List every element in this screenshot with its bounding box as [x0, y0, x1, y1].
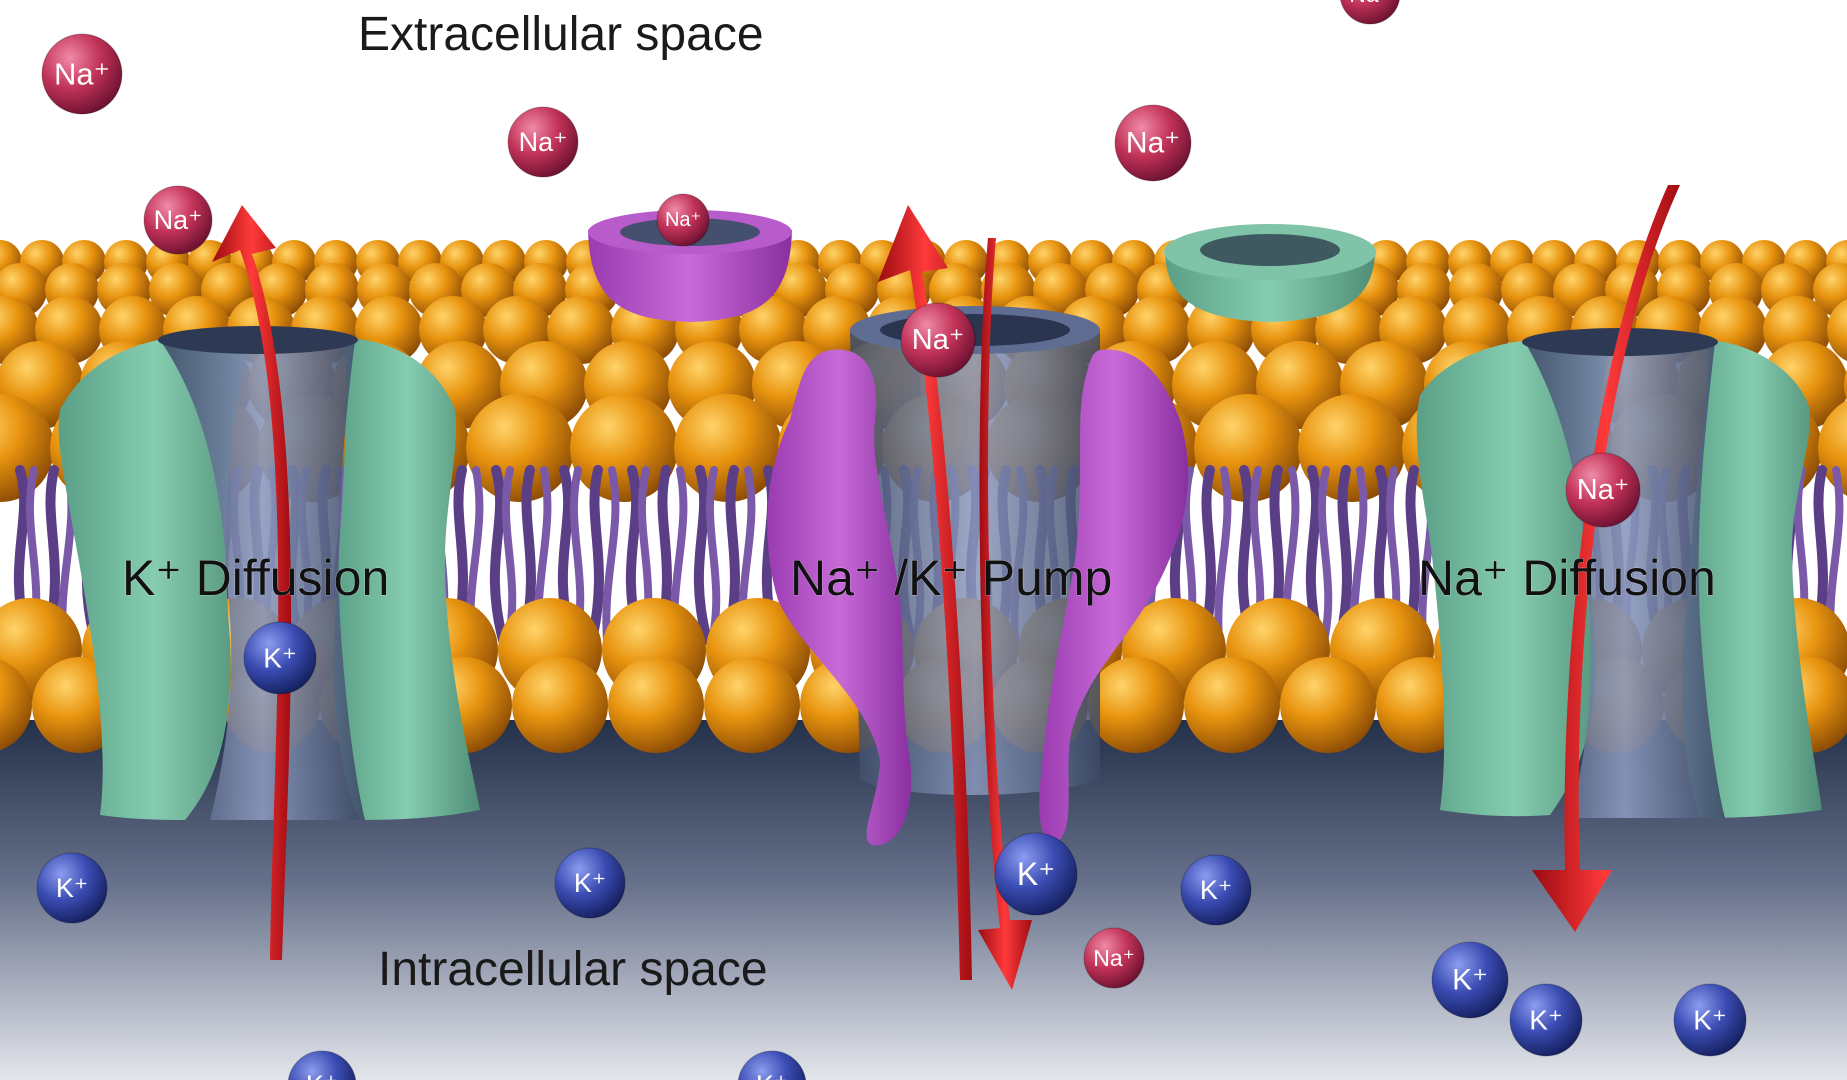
sodium-ion: Na⁺ [1083, 927, 1145, 989]
potassium-ion: K⁺ [994, 832, 1078, 916]
potassium-ion: K⁺ [287, 1050, 357, 1080]
back-channel-protein [1164, 224, 1376, 322]
potassium-ion: K⁺ [1509, 983, 1583, 1057]
potassium-ion: K⁺ [36, 852, 108, 924]
lipid-head [512, 657, 608, 753]
k-diffusion-channel [58, 326, 480, 820]
na-k-pump-label: Na⁺ /K⁺ Pump [790, 550, 1112, 606]
potassium-ion-label: K⁺ [263, 643, 296, 674]
potassium-ion: K⁺ [737, 1050, 807, 1080]
sodium-ion: Na⁺ [900, 302, 976, 378]
na-diffusion-label: Na⁺ Diffusion [1418, 550, 1716, 606]
potassium-ion-label: K⁺ [1452, 964, 1488, 997]
potassium-ion: K⁺ [1673, 983, 1747, 1057]
lipid-head [1827, 299, 1847, 361]
extracellular-space-label: Extracellular space [358, 8, 764, 61]
sodium-ion: Na⁺ [507, 106, 579, 178]
lipid-tail [693, 465, 712, 645]
lipid-head [0, 659, 32, 751]
potassium-ion-label: K⁺ [56, 873, 88, 903]
pump-left-subunit [767, 349, 912, 846]
sodium-ion-label: Na⁺ [1126, 127, 1180, 160]
lipid-head [1813, 263, 1847, 317]
sodium-ion-label: Na⁺ [1093, 945, 1135, 971]
lipid-head [0, 394, 54, 502]
potassium-ion-label: K⁺ [1200, 875, 1232, 905]
sodium-ion-label: Na⁺ [54, 57, 110, 92]
potassium-ion: K⁺ [1431, 941, 1509, 1019]
sodium-ion: Na⁺ [1340, 0, 1400, 25]
sodium-ion: Na⁺ [656, 193, 710, 247]
lipid-tail [602, 466, 620, 654]
lipid-tail [489, 465, 508, 645]
k-influx-arrow [978, 238, 1032, 990]
na-diffusion-channel [1416, 328, 1822, 818]
lipid-head [704, 657, 800, 753]
sodium-ion: Na⁺ [41, 33, 123, 115]
k-diffusion-label: K⁺ Diffusion [122, 550, 389, 606]
lipid-head [1184, 657, 1280, 753]
sodium-ion: Na⁺ [1565, 452, 1641, 528]
pump-right-subunit [1039, 349, 1189, 841]
ions: Na⁺ Na⁺ Na⁺ Na⁺ Na⁺ Na⁺ Na⁺ Na⁺ Na⁺ K⁺ K⁺ K⁺ K⁺ K⁺ K⁺ K… [36, 0, 1747, 1080]
lipid-tail [1317, 466, 1333, 654]
lipid-head [608, 657, 704, 753]
potassium-ion-label: K⁺ [1017, 856, 1055, 892]
sodium-ion-label: Na⁺ [1349, 0, 1391, 7]
potassium-ion-label: K⁺ [1529, 1005, 1562, 1036]
potassium-ion-label: K⁺ [756, 1070, 788, 1080]
potassium-ion: K⁺ [243, 621, 317, 695]
lipid-head [1088, 657, 1184, 753]
sodium-ion: Na⁺ [1114, 104, 1192, 182]
sodium-ion-label: Na⁺ [665, 209, 701, 231]
potassium-ion-label: K⁺ [1693, 1005, 1726, 1036]
lipid-head [1280, 657, 1376, 753]
lipid-head [1844, 369, 1847, 401]
sodium-ion-label: Na⁺ [154, 205, 203, 235]
potassium-ion-label: K⁺ [574, 868, 606, 898]
lipid-tail [1335, 465, 1352, 645]
sodium-ion: Na⁺ [143, 185, 213, 255]
potassium-ion-label: K⁺ [306, 1070, 338, 1080]
back-pump-protein [588, 210, 792, 322]
sodium-ion-label: Na⁺ [912, 324, 964, 356]
na-influx-arrow [1532, 185, 1680, 932]
lipid-tail [587, 465, 604, 645]
sodium-ion-label: Na⁺ [1577, 474, 1629, 506]
sodium-ion-label: Na⁺ [519, 127, 568, 157]
potassium-ion: K⁺ [554, 847, 626, 919]
k-efflux-arrow [212, 205, 292, 960]
intracellular-space-label: Intracellular space [378, 943, 768, 996]
potassium-ion: K⁺ [1180, 854, 1252, 926]
